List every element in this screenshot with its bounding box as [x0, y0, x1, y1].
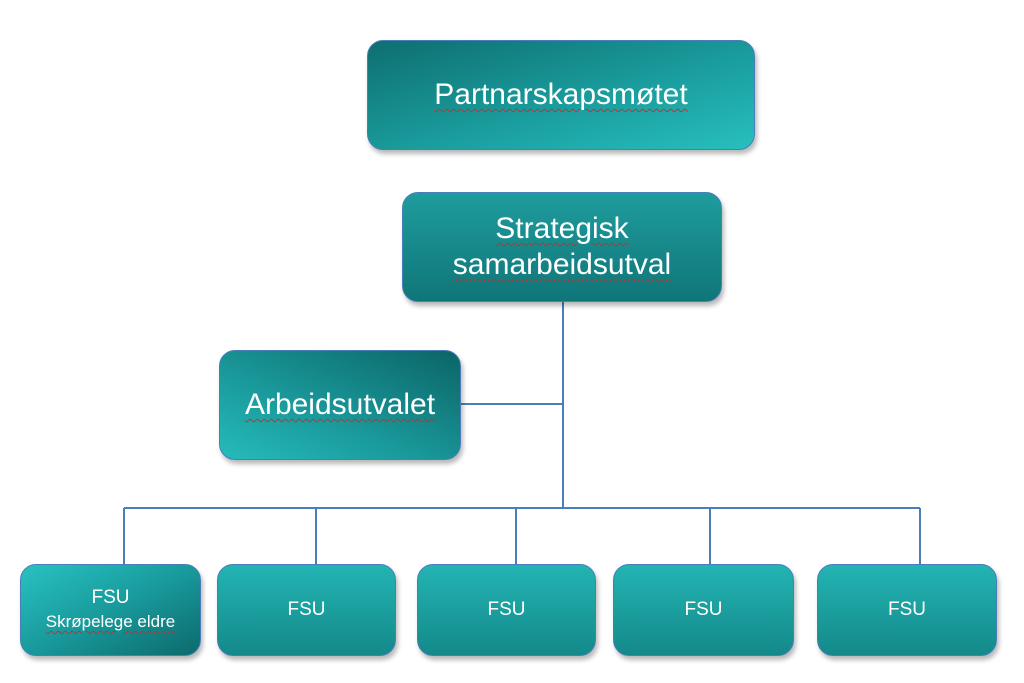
node-strategisk-samarbeidsutval: Strategisk samarbeidsutval — [402, 192, 722, 302]
node-fsu-1-label: FSU — [91, 587, 130, 608]
node-arbeidsutvalet-label: Arbeidsutvalet — [244, 388, 436, 421]
node-fsu-2: FSU — [217, 564, 396, 656]
node-partnarskapsmotet-label: Partnarskapsmøtet — [434, 78, 688, 111]
node-fsu-1: FSU Skrøpelege eldre — [20, 564, 201, 656]
node-partnarskapsmotet: Partnarskapsmøtet — [367, 40, 755, 150]
node-fsu-1-sublabel: Skrøpelege eldre — [45, 612, 176, 631]
node-fsu-3-label: FSU — [487, 599, 526, 620]
node-fsu-4: FSU — [613, 564, 794, 656]
node-fsu-2-label: FSU — [287, 599, 326, 620]
node-fsu-3: FSU — [417, 564, 596, 656]
node-fsu-4-label: FSU — [684, 599, 723, 620]
node-fsu-5-label: FSU — [888, 599, 926, 620]
node-strategisk-label-line2: samarbeidsutval — [452, 248, 672, 281]
node-strategisk-label-line1: Strategisk — [495, 212, 629, 245]
node-arbeidsutvalet: Arbeidsutvalet — [219, 350, 461, 460]
node-fsu-5: FSU — [817, 564, 997, 656]
